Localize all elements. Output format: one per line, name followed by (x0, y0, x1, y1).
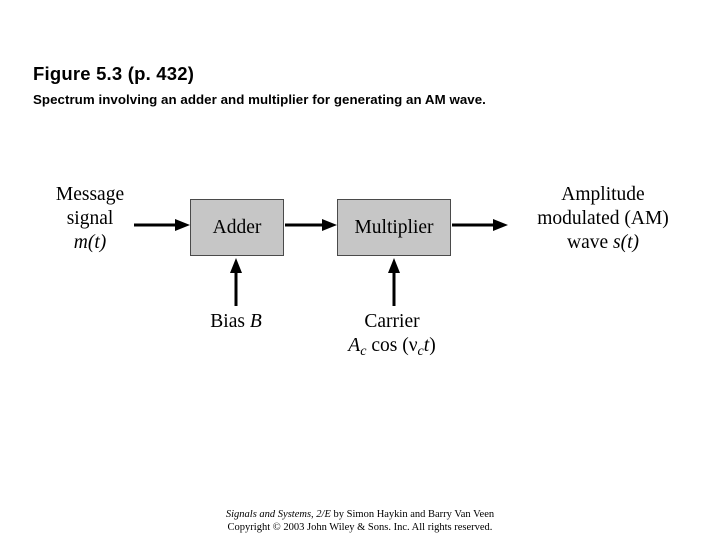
message-signal-math: m(t) (73, 232, 107, 253)
adder-block: Adder (190, 199, 284, 256)
footer-line-2: Copyright © 2003 John Wiley & Sons. Inc.… (227, 522, 493, 533)
bias-label: Bias B (176, 310, 296, 334)
multiplier-block-label: Multiplier (354, 216, 434, 238)
carrier-frequency-symbol: ν (408, 335, 418, 356)
figure-caption: Spectrum involving an adder and multipli… (33, 92, 486, 107)
arrow-adder-to-multiplier-icon (285, 217, 337, 233)
message-signal-label: Message signal m(t) (24, 183, 156, 255)
footer-line-1: Signals and Systems, 2/E by Simon Haykin… (0, 508, 720, 521)
message-signal-line1: Message (55, 184, 125, 205)
carrier-formula: Ac cos (νct) (348, 335, 436, 359)
carrier-amplitude-subscript: c (360, 342, 367, 359)
arrow-bias-to-adder-icon (228, 258, 244, 306)
bias-label-text: Bias (210, 311, 250, 332)
arrow-carrier-to-multiplier-icon (386, 258, 402, 306)
footer-authors: by Simon Haykin and Barry Van Veen (330, 509, 495, 520)
adder-block-label: Adder (212, 216, 262, 238)
am-wave-math: s(t) (613, 232, 640, 253)
carrier-label: Carrier Ac cos (νct) (318, 310, 466, 363)
bias-label-symbol: B (249, 311, 262, 332)
footer-book-title: Signals and Systems, 2/E (225, 509, 331, 520)
arrow-message-to-adder-icon (134, 217, 190, 233)
carrier-frequency-subscript: c (417, 342, 424, 359)
am-wave-output-label: Amplitude modulated (AM) wave s(t) (510, 183, 696, 255)
carrier-amplitude: A (348, 335, 361, 356)
multiplier-block: Multiplier (337, 199, 451, 256)
am-wave-line2: modulated (AM) (537, 208, 669, 229)
page-title: Figure 5.3 (p. 432) (33, 63, 195, 84)
copyright-footer: Signals and Systems, 2/E by Simon Haykin… (0, 508, 720, 534)
carrier-function: cos ( (366, 335, 409, 356)
am-wave-line1: Amplitude (561, 184, 645, 205)
arrow-multiplier-to-output-icon (452, 217, 508, 233)
carrier-time-variable: t (423, 335, 430, 356)
carrier-close-paren: ) (429, 335, 436, 356)
am-wave-line3-prefix: wave (566, 232, 614, 253)
message-signal-line2: signal (66, 208, 114, 229)
carrier-label-line1: Carrier (364, 311, 420, 332)
